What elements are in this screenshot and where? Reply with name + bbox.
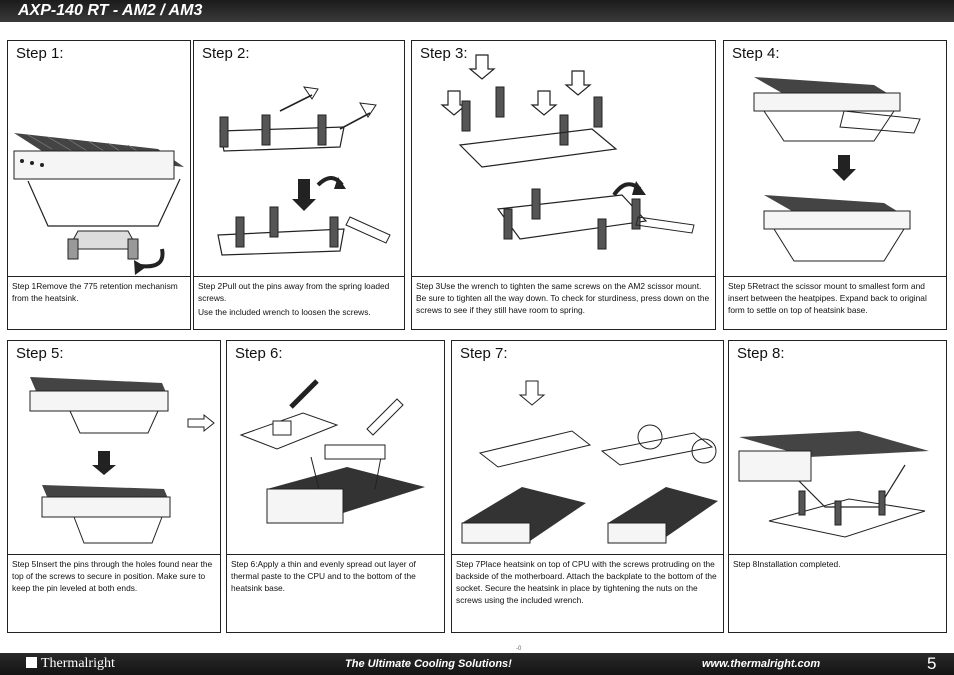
brand-logo-icon <box>26 657 37 668</box>
step-4-divider <box>724 276 946 277</box>
step-7-description: Step 7Place heatsink on top of CPU with … <box>456 559 717 605</box>
step-3-illustration <box>412 49 715 276</box>
step-5-description: Step 5Insert the pins through the holes … <box>12 559 213 593</box>
step-2-description: Step 2Pull out the pins away from the sp… <box>198 281 390 303</box>
step-6-description: Step 6:Apply a thin and evenly spread ou… <box>231 559 416 593</box>
step-3-label: Step 3: <box>420 45 468 62</box>
step-1-label: Step 1: <box>16 45 64 62</box>
step-6-panel: Step 6: Step 6:Apply a thin and evenly s… <box>226 340 445 633</box>
step-7-illustration <box>452 371 723 554</box>
step-7-divider <box>452 554 723 555</box>
footer-bar: Thermalright The Ultimate Cooling Soluti… <box>0 653 954 675</box>
step-5-divider <box>8 554 220 555</box>
step-8-label: Step 8: <box>737 345 785 362</box>
step-8-description: Step 8Installation completed. <box>733 559 841 569</box>
step-6-label: Step 6: <box>235 345 283 362</box>
step-8-panel: Step 8: Step 8Installation completed. <box>728 340 947 633</box>
step-4-illustration <box>724 71 946 276</box>
page-number: 5 <box>927 654 937 673</box>
manual-title: AXP-140 RT - AM2 / AM3 <box>18 2 203 19</box>
step-1-illustration <box>8 71 190 276</box>
header-bar: AXP-140 RT - AM2 / AM3 <box>0 0 954 22</box>
step-7-label: Step 7: <box>460 345 508 362</box>
step-2-panel: Step 2: Step 2Pull out the pins away fro… <box>193 40 405 330</box>
print-mark: -0 <box>516 646 522 652</box>
step-1-divider <box>8 276 190 277</box>
step-3-description: Step 3Use the wrench to tighten the same… <box>416 281 710 315</box>
step-5-panel: Step 5: Step 5Insert the pins through th… <box>7 340 221 633</box>
step-1-description: Step 1Remove the 775 retention mechanism… <box>12 281 178 303</box>
brand-logo: Thermalright <box>26 656 115 672</box>
brand-name: Thermalright <box>41 656 115 671</box>
step-4-label: Step 4: <box>732 45 780 62</box>
step-6-divider <box>227 554 444 555</box>
step-8-divider <box>729 554 946 555</box>
step-2-label: Step 2: <box>202 45 250 62</box>
step-7-panel: Step 7: Step 7Place heatsink on top of C… <box>451 340 724 633</box>
step-3-divider <box>412 276 715 277</box>
step-1-panel: Step 1: Step 1Remove the 775 retention m… <box>7 40 191 330</box>
step-4-panel: Step 4: Step 5Retract the scissor mount … <box>723 40 947 330</box>
footer-slogan: The Ultimate Cooling Solutions! <box>345 658 512 670</box>
step-6-illustration <box>227 371 444 554</box>
step-2-description-2: Use the included wrench to loosen the sc… <box>198 307 371 317</box>
step-3-panel: Step 3: Step 3Use the wrench to tighten … <box>411 40 716 330</box>
step-5-label: Step 5: <box>16 345 64 362</box>
step-2-divider <box>194 276 404 277</box>
step-4-description: Step 5Retract the scissor mount to small… <box>728 281 927 315</box>
step-8-illustration <box>729 371 946 554</box>
footer-website: www.thermalright.com <box>702 658 821 670</box>
step-2-illustration <box>194 71 404 276</box>
step-5-illustration <box>8 371 220 554</box>
